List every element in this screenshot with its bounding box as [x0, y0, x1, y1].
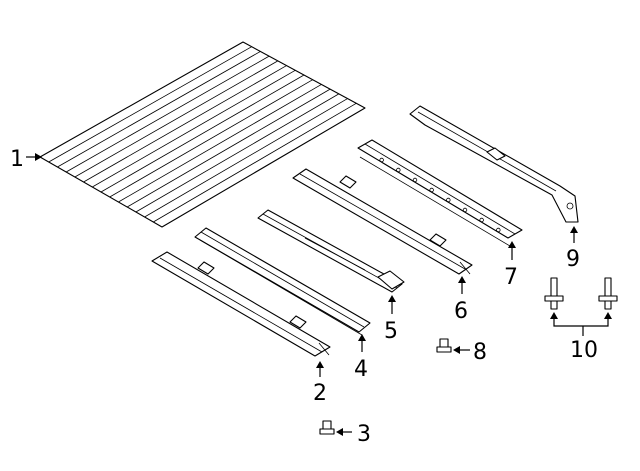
callout-9: 9	[566, 247, 580, 272]
crossmember-hole	[429, 187, 434, 193]
stud-bolts-part-10[interactable]	[544, 277, 618, 336]
panel-rib	[92, 69, 296, 188]
crossmember-hole	[462, 207, 468, 213]
crossmember-hole	[379, 157, 384, 163]
crossmember-part-4[interactable]	[194, 227, 371, 336]
leader-lines	[26, 153, 578, 377]
callout-2: 2	[313, 381, 327, 406]
crossmember-hole	[479, 217, 484, 223]
crossmember-part-2[interactable]	[151, 251, 331, 357]
bolt-part-3[interactable]	[319, 420, 352, 436]
callout-7: 7	[504, 265, 518, 290]
panel-rib	[109, 79, 313, 198]
bolt-part-8[interactable]	[436, 338, 470, 354]
callout-4: 4	[354, 357, 368, 382]
crossmember-part-7[interactable]	[357, 139, 523, 247]
callout-1: 1	[10, 147, 24, 172]
panel-rib	[74, 60, 279, 178]
panel-rib	[100, 74, 305, 193]
panel-rib	[118, 84, 322, 203]
callout-10: 10	[570, 338, 598, 363]
rear-bracket-part-9[interactable]	[409, 105, 579, 223]
callout-8: 8	[473, 340, 487, 365]
crossmember-part-6[interactable]	[292, 168, 473, 275]
floor-panel-part-1[interactable]	[39, 41, 366, 228]
panel-rib	[48, 46, 252, 163]
callout-6: 6	[454, 299, 468, 324]
crossmember-hole	[496, 227, 501, 233]
panel-rib	[144, 98, 348, 218]
callout-5: 5	[384, 319, 398, 344]
crossmember-part-5[interactable]	[257, 209, 405, 293]
panel-rib	[57, 51, 261, 168]
callout-3: 3	[357, 422, 371, 447]
panel-rib	[65, 55, 270, 173]
panel-rib	[83, 65, 287, 183]
panel-rib	[153, 102, 357, 223]
crossmember-hole	[446, 197, 451, 203]
panel-rib	[135, 93, 340, 213]
crossmember-hole	[396, 167, 401, 173]
crossmember-hole	[412, 177, 418, 183]
panel-rib	[126, 88, 331, 208]
